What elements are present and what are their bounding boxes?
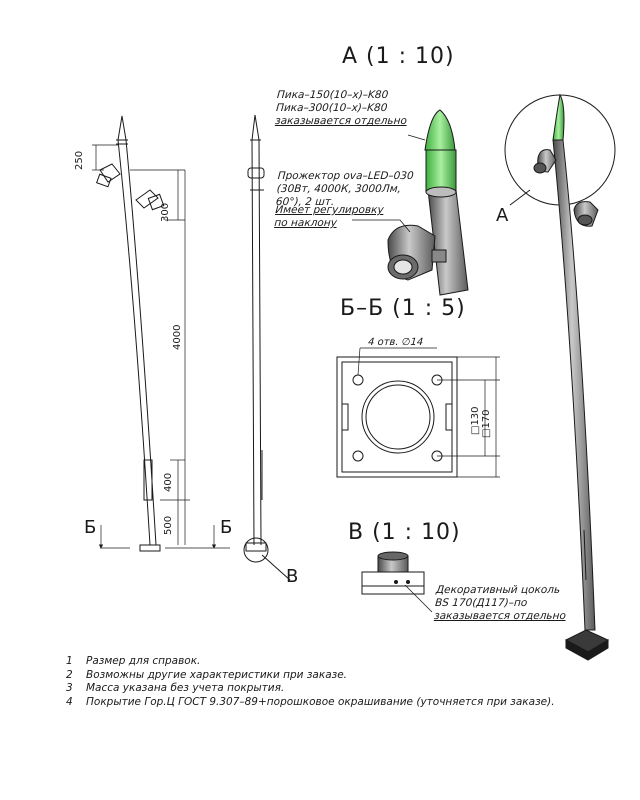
note-row: 3 Масса указана без учета покрытия. <box>66 682 555 696</box>
pole-front-view <box>243 114 291 581</box>
section-bb-view <box>336 347 500 478</box>
spotlight-callout-line: по наклону <box>273 217 338 229</box>
detail-a-marker: А <box>496 205 509 226</box>
dimension-170: □170 <box>481 409 492 438</box>
note-row: 2 Возможны другие характеристики при зака… <box>66 669 555 683</box>
note-text: Размер для справок. <box>86 655 201 667</box>
spotlight-callout: Прожектор ova–LED–030 (30Вт, 4000К, 3000… <box>274 170 414 230</box>
tip-callout-line: Пика–150(10–x)–K80 <box>276 89 389 101</box>
dimension-4000: 4000 <box>172 324 183 350</box>
cut-marker-left: Б <box>84 517 97 538</box>
general-notes: 1 Размер для справок. 2 Возможны другие ха… <box>66 655 555 709</box>
base-callout: Декоративный цоколь BS 170(Д117)–по зака… <box>434 584 568 623</box>
detail-b-title: В (1 : 10) <box>348 520 461 545</box>
note-number: 1 <box>66 655 73 667</box>
detail-a-view <box>352 109 469 296</box>
detail-a-title: A (1 : 10) <box>342 44 455 69</box>
dimension-300: 300 <box>160 202 171 222</box>
dimension-400: 400 <box>163 472 174 492</box>
pole-side-view <box>96 115 165 552</box>
spotlight-callout-line: (30Вт, 4000К, 3000Лм, <box>276 183 402 195</box>
dimension-250: 250 <box>74 150 85 170</box>
dimension-130: □130 <box>470 406 481 435</box>
detail-b-marker: В <box>286 566 299 587</box>
base-callout-line: BS 170(Д117)–по <box>434 597 528 609</box>
dimension-500: 500 <box>163 515 174 535</box>
detail-b-view <box>361 551 433 613</box>
dimension-lines-left <box>92 144 230 549</box>
spotlight-callout-line: Имеет регулировку <box>274 204 385 216</box>
tip-callout: Пика–150(10–x)–K80 Пика–300(10–x)–K80 за… <box>275 89 409 128</box>
note-row: 1 Размер для справок. <box>66 655 555 669</box>
note-number: 4 <box>66 695 73 708</box>
section-bb-title: Б–Б (1 : 5) <box>340 296 466 321</box>
note-row: 4 Покрытие Гор.Ц ГОСТ 9.307–89+порошковое… <box>66 696 555 710</box>
tip-callout-line: Пика–300(10–x)–K80 <box>275 102 388 114</box>
spotlight-callout-line: Прожектор ova–LED–030 <box>277 170 415 182</box>
note-text: Масса указана без учета покрытия. <box>86 682 285 694</box>
pole-perspective-view <box>504 93 616 661</box>
note-number: 2 <box>66 668 73 681</box>
note-text: Возможны другие характеристики при заказ… <box>86 668 348 681</box>
base-callout-line: заказывается отдельно <box>433 610 567 622</box>
tip-callout-line: заказывается отдельно <box>274 115 408 127</box>
note-text: Покрытие Гор.Ц ГОСТ 9.307–89+порошковое … <box>86 695 555 708</box>
dimension-holes: 4 отв. ∅14 <box>367 337 424 348</box>
cut-marker-right: Б <box>220 517 233 538</box>
base-callout-line: Декоративный цоколь <box>435 584 561 596</box>
note-number: 3 <box>66 682 73 694</box>
